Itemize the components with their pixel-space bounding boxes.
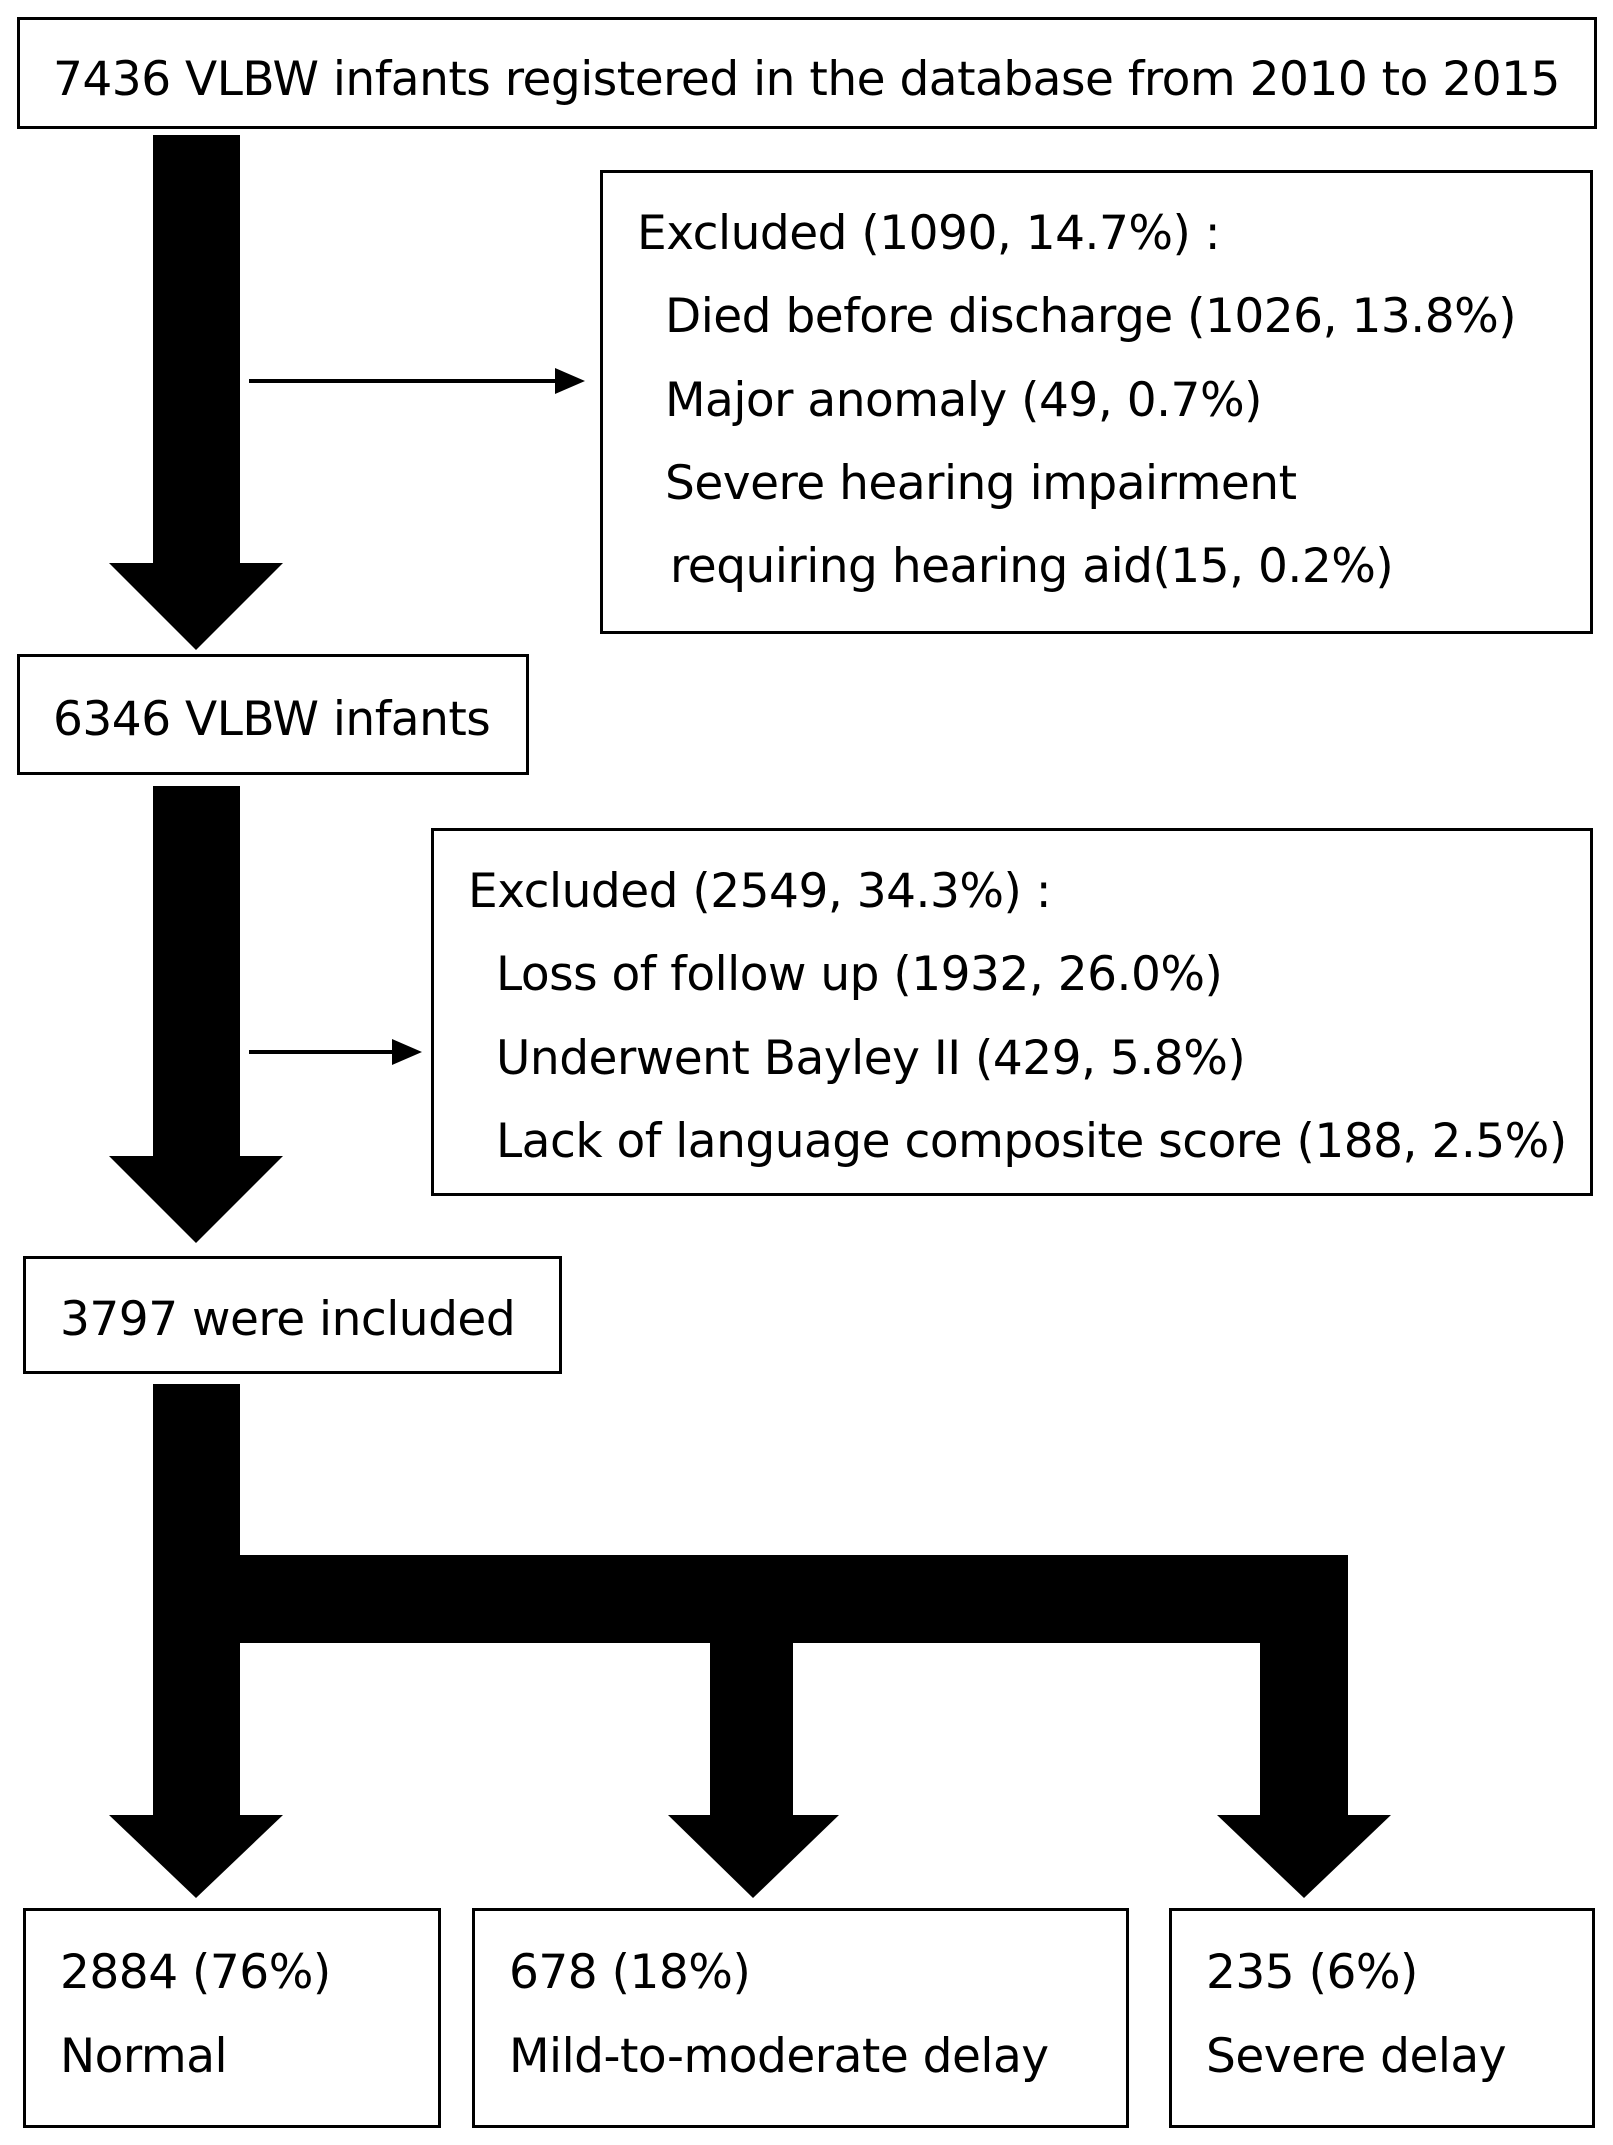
exclusion-arrow-2-head: [392, 1039, 422, 1065]
arrowhead-normal: [109, 1815, 283, 1898]
step2-box: [17, 654, 529, 775]
outcome-box-normal: [23, 1908, 441, 2128]
exclusion-2-item: Underwent Bayley II (429, 5.8%): [496, 1031, 1246, 1086]
branch-connector: [153, 1384, 1348, 1815]
outcome-box-mild-moderate: [472, 1908, 1129, 2128]
exclusion-1-item: Major anomaly (49, 0.7%): [665, 373, 1262, 428]
registered-text: 7436 VLBW infants registered in the data…: [53, 52, 1560, 107]
exclusion-1-header: Excluded (1090, 14.7%) :: [637, 206, 1221, 261]
exclusion-2-item: Loss of follow up (1932, 26.0%): [496, 947, 1223, 1002]
outcome-count: 235 (6%): [1206, 1945, 1418, 2000]
down-arrow-2: [109, 786, 283, 1243]
exclusion-2-header: Excluded (2549, 34.3%) :: [468, 864, 1052, 919]
exclusion-arrow-1-head: [555, 368, 585, 394]
exclusion-box-2: [431, 828, 1593, 1196]
down-arrow-1: [109, 135, 283, 650]
included-box: [23, 1256, 562, 1374]
step2-text: 6346 VLBW infants: [53, 692, 491, 747]
exclusion-2-item: Lack of language composite score (188, 2…: [496, 1114, 1567, 1169]
outcome-count: 2884 (76%): [60, 1945, 331, 2000]
registered-box: [17, 17, 1597, 129]
outcome-count: 678 (18%): [509, 1945, 751, 2000]
arrowhead-mild: [668, 1815, 839, 1898]
arrowhead-severe: [1217, 1815, 1391, 1898]
exclusion-1-item: Died before discharge (1026, 13.8%): [665, 289, 1517, 344]
outcome-box-severe: [1169, 1908, 1595, 2128]
included-text: 3797 were included: [60, 1292, 516, 1347]
exclusion-1-item: Severe hearing impairment: [665, 456, 1297, 511]
exclusion-box-1: [600, 170, 1593, 634]
exclusion-1-item: requiring hearing aid(15, 0.2%): [670, 539, 1394, 594]
outcome-label: Normal: [60, 2029, 228, 2084]
outcome-label: Severe delay: [1206, 2029, 1507, 2084]
outcome-label: Mild-to-moderate delay: [509, 2029, 1049, 2084]
